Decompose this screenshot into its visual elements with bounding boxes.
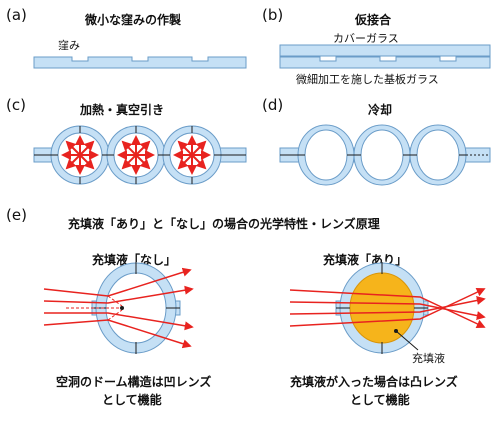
panel-a-label: (a) (6, 6, 27, 24)
right-title: 充填液「あり」 (323, 253, 408, 267)
panel-d-title: 冷却 (368, 103, 393, 117)
panel-d-label: (d) (262, 96, 284, 114)
panel-e-label: (e) (6, 206, 27, 224)
right-caption-line1: 充填液が入った場合は凸レンズ (290, 375, 458, 389)
panel-b-label: (b) (262, 6, 284, 24)
substrate-glass-label: 微細加工を施した基板ガラス (296, 73, 439, 86)
panel-a-title: 微小な窪みの作製 (85, 13, 182, 27)
left-caption-line1: 空洞のドーム構造は凹レンズ (56, 375, 212, 389)
panel-c-label: (c) (6, 96, 26, 114)
right-lens (335, 262, 429, 354)
panel-e-title: 充填液「あり」と「なし」の場合の光学特性・レンズ原理 (68, 217, 380, 231)
left-caption-line2: として機能 (102, 393, 162, 407)
pit-label: 窪み (58, 39, 80, 52)
cover-glass-label: カバーガラス (333, 32, 399, 45)
panel-c-title: 加熱・真空引き (80, 103, 165, 117)
liquid-label: 充填液 (412, 352, 445, 365)
left-lens (91, 262, 181, 354)
right-caption-line2: として機能 (350, 393, 410, 407)
panel-b-title: 仮接合 (355, 13, 392, 27)
left-title: 充填液「なし」 (92, 253, 177, 267)
